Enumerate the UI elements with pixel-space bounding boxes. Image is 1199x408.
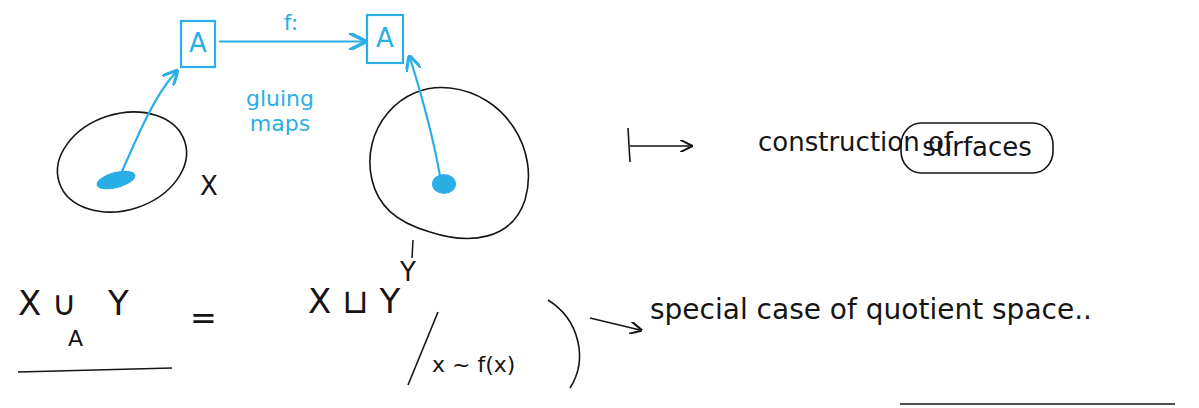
formula-part: X ∪ xyxy=(18,284,77,323)
gluing-arrow xyxy=(219,40,363,42)
pointer-stroke xyxy=(412,240,413,258)
node-text: A xyxy=(376,24,394,54)
space-name: X xyxy=(200,172,218,202)
formula-subscript: A xyxy=(68,326,83,351)
inclusion-arrow xyxy=(410,58,440,176)
underline xyxy=(18,368,172,372)
space-oval xyxy=(370,87,529,238)
map-note: gluing maps xyxy=(232,86,328,137)
space-box: A xyxy=(180,20,216,68)
bracket xyxy=(548,300,579,388)
formula-part: Y xyxy=(108,284,129,323)
formula-relation: x ~ f(x) xyxy=(432,352,515,377)
phrase: construction of xyxy=(758,128,953,158)
subset-blob xyxy=(95,167,138,193)
formula-part: X ⊔ Y xyxy=(308,282,400,321)
underline xyxy=(900,403,1175,404)
maps-to-symbol xyxy=(628,128,690,162)
edge-label: f: xyxy=(284,10,298,35)
formula-part: = xyxy=(190,300,217,337)
space-oval xyxy=(44,96,199,228)
phrase: special case of quotient space.. xyxy=(650,294,1092,326)
space-box: A xyxy=(366,14,404,64)
subset-blob xyxy=(432,174,456,194)
inclusion-arrow xyxy=(120,72,176,176)
space-name: Y xyxy=(400,258,416,288)
node-text: A xyxy=(189,29,207,59)
implies-arrow xyxy=(590,318,640,330)
